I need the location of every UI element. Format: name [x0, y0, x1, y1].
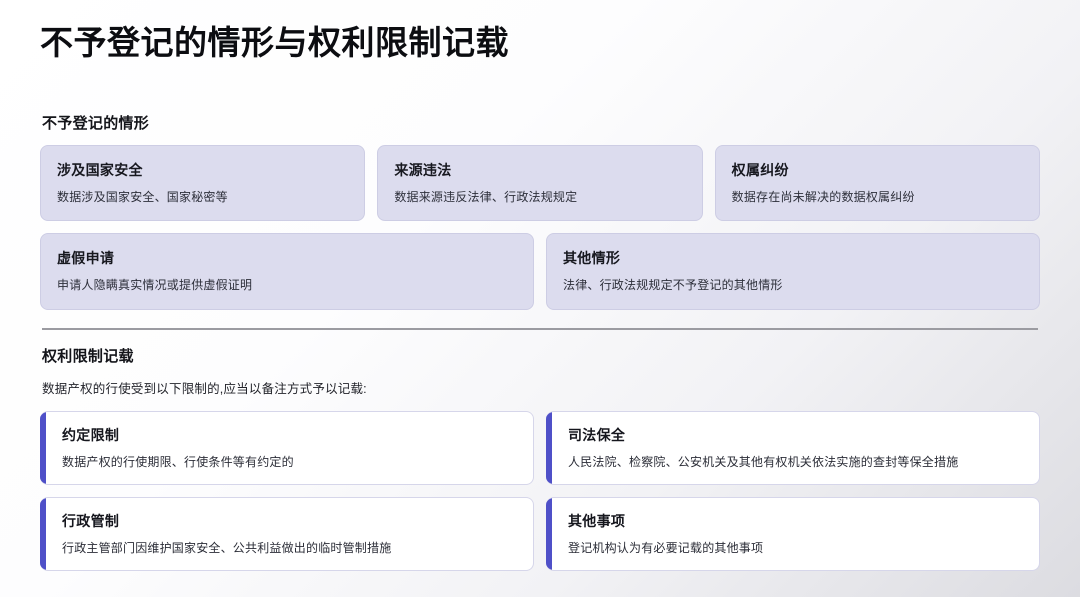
card-false-application[interactable]: 虚假申请 申请人隐瞒真实情况或提供虚假证明	[40, 233, 534, 310]
card-administrative-control[interactable]: 行政管制 行政主管部门因维护国家安全、公共利益做出的临时管制措施	[40, 496, 534, 571]
section-divider	[42, 327, 1038, 330]
card-ownership-dispute[interactable]: 权属纠纷 数据存在尚未解决的数据权属纠纷	[714, 145, 1040, 222]
accent-bar-icon	[40, 411, 46, 484]
card-title: 来源违法	[394, 162, 452, 179]
card-other-matters[interactable]: 其他事项 登记机构认为有必要记载的其他事项	[546, 496, 1040, 571]
card-title: 其他事项	[568, 512, 626, 529]
card-description: 申请人隐瞒真实情况或提供虚假证明	[57, 278, 253, 293]
restrictions-row-1: 约定限制 数据产权的行使期限、行使条件等有约定的 司法保全 人民法院、检察院、公…	[40, 410, 1040, 485]
card-description: 数据来源违反法律、行政法规规定	[394, 190, 578, 205]
card-description: 数据产权的行使期限、行使条件等有约定的	[62, 454, 294, 469]
card-description: 人民法院、检察院、公安机关及其他有权机关依法实施的查封等保全措施	[568, 454, 959, 469]
section-one-heading: 不予登记的情形	[42, 115, 150, 133]
card-illegal-source[interactable]: 来源违法 数据来源违反法律、行政法规规定	[377, 145, 703, 222]
card-title: 行政管制	[62, 512, 120, 529]
card-title: 其他情形	[563, 250, 621, 267]
non-registrable-row-1: 涉及国家安全 数据涉及国家安全、国家秘密等 来源违法 数据来源违反法律、行政法规…	[40, 145, 1040, 222]
section-rights-restrictions: 权利限制记载 数据产权的行使受到以下限制的,应当以备注方式予以记载: 约定限制 …	[40, 345, 1040, 571]
card-title: 权属纠纷	[731, 162, 789, 179]
card-judicial-preservation[interactable]: 司法保全 人民法院、检察院、公安机关及其他有权机关依法实施的查封等保全措施	[546, 410, 1040, 485]
non-registrable-row-2: 虚假申请 申请人隐瞒真实情况或提供虚假证明 其他情形 法律、行政法规规定不予登记…	[40, 233, 1040, 310]
card-description: 数据涉及国家安全、国家秘密等	[57, 190, 228, 205]
card-agreed-restriction[interactable]: 约定限制 数据产权的行使期限、行使条件等有约定的	[40, 410, 534, 485]
accent-bar-icon	[546, 497, 552, 570]
card-title: 约定限制	[62, 426, 120, 443]
section-two-description: 数据产权的行使受到以下限制的,应当以备注方式予以记载:	[42, 381, 367, 396]
card-title: 司法保全	[568, 426, 626, 443]
restrictions-row-2: 行政管制 行政主管部门因维护国家安全、公共利益做出的临时管制措施 其他事项 登记…	[40, 496, 1040, 571]
accent-bar-icon	[546, 411, 552, 484]
card-other-circumstances[interactable]: 其他情形 法律、行政法规规定不予登记的其他情形	[546, 233, 1040, 310]
page-title: 不予登记的情形与权利限制记载	[40, 24, 509, 61]
card-title: 虚假申请	[57, 250, 115, 267]
section-two-heading: 权利限制记载	[42, 347, 134, 365]
accent-bar-icon	[40, 497, 46, 570]
card-national-security[interactable]: 涉及国家安全 数据涉及国家安全、国家秘密等	[40, 145, 366, 222]
card-description: 法律、行政法规规定不予登记的其他情形	[563, 278, 783, 293]
card-description: 行政主管部门因维护国家安全、公共利益做出的临时管制措施	[62, 540, 392, 555]
card-description: 数据存在尚未解决的数据权属纠纷	[731, 190, 915, 205]
section-non-registrable: 不予登记的情形 涉及国家安全 数据涉及国家安全、国家秘密等 来源违法 数据来源违…	[40, 112, 1040, 310]
card-description: 登记机构认为有必要记载的其他事项	[568, 540, 764, 555]
card-title: 涉及国家安全	[57, 162, 143, 179]
